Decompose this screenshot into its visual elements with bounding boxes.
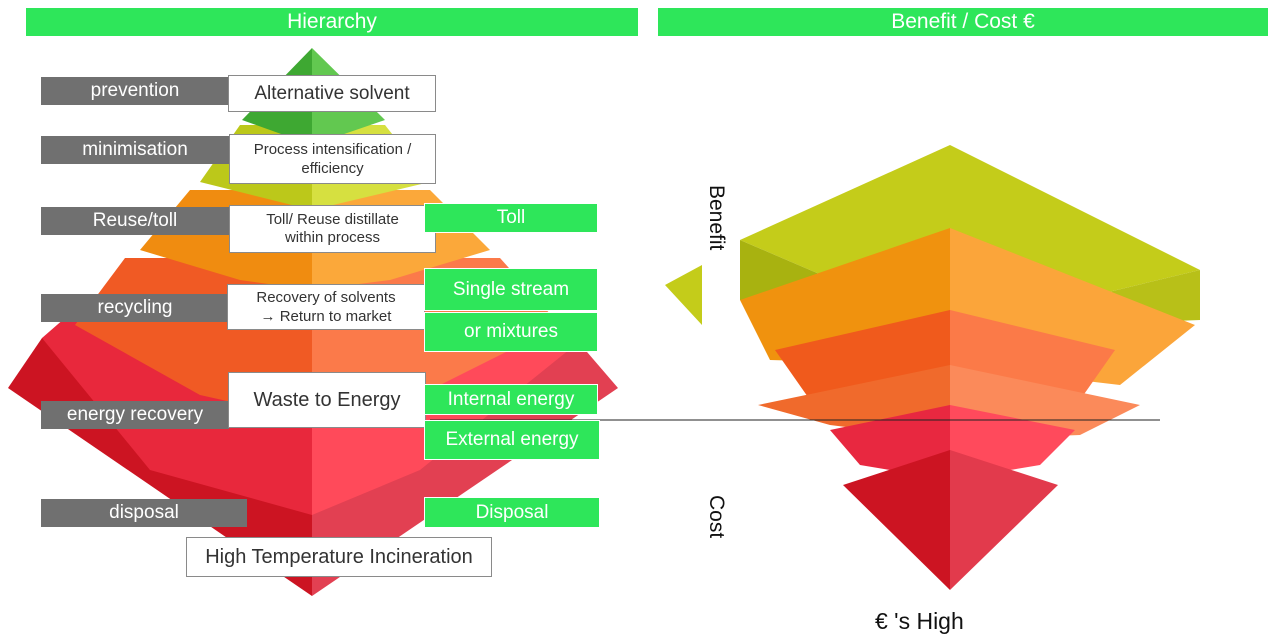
benefit-cost-stack bbox=[665, 145, 1200, 605]
level-label-reuse: Reuse/toll bbox=[41, 207, 229, 235]
method-toll-reuse-line2: within process bbox=[284, 229, 381, 246]
option-or-mixtures: or mixtures bbox=[424, 312, 598, 352]
method-alternative-solvent: Alternative solvent bbox=[228, 75, 436, 112]
method-incineration-text: High Temperature Incineration bbox=[205, 545, 473, 568]
option-internal-energy: Internal energy bbox=[424, 384, 598, 415]
method-waste-to-energy-text: Waste to Energy bbox=[253, 388, 401, 411]
option-toll: Toll bbox=[424, 203, 598, 233]
cost-label: Cost bbox=[705, 495, 728, 539]
benefit-label: Benefit bbox=[705, 185, 728, 251]
stack-tier-darkred-right bbox=[950, 450, 1058, 590]
method-recovery-line1: Recovery of solvents bbox=[256, 289, 396, 306]
benefit-cost-axis-strip bbox=[702, 150, 732, 605]
method-recovery-of-solvents: Recovery of solvents → Return to market bbox=[227, 284, 425, 330]
stack-tier-yellow-side bbox=[665, 265, 702, 325]
method-high-temperature-incineration: High Temperature Incineration bbox=[186, 537, 492, 577]
method-waste-to-energy: Waste to Energy bbox=[228, 372, 426, 428]
level-label-minimisation: minimisation bbox=[41, 136, 229, 164]
option-disposal: Disposal bbox=[424, 497, 600, 528]
option-external-energy: External energy bbox=[424, 420, 600, 460]
level-label-energy-recovery: energy recovery bbox=[41, 401, 229, 429]
stack-tier-darkred-left bbox=[843, 450, 950, 590]
method-alternative-solvent-text: Alternative solvent bbox=[254, 82, 410, 104]
benefit-cost-header: Benefit / Cost € bbox=[658, 8, 1268, 36]
level-label-recycling: recycling bbox=[41, 294, 229, 322]
method-recovery-line2: → Return to market bbox=[260, 308, 392, 325]
level-label-prevention: prevention bbox=[41, 77, 229, 105]
method-process-line1: Process intensification / bbox=[253, 141, 412, 158]
method-process-line2: efficiency bbox=[301, 160, 364, 177]
option-single-stream: Single stream bbox=[424, 268, 598, 311]
method-toll-reuse-line1: Toll/ Reuse distillate bbox=[266, 211, 399, 228]
level-label-disposal: disposal bbox=[41, 499, 247, 527]
method-process-intensification: Process intensification / efficiency bbox=[229, 134, 436, 184]
euros-high-label: € 's High bbox=[875, 608, 964, 634]
method-toll-reuse: Toll/ Reuse distillate within process bbox=[229, 205, 436, 253]
hierarchy-header: Hierarchy bbox=[26, 8, 638, 36]
